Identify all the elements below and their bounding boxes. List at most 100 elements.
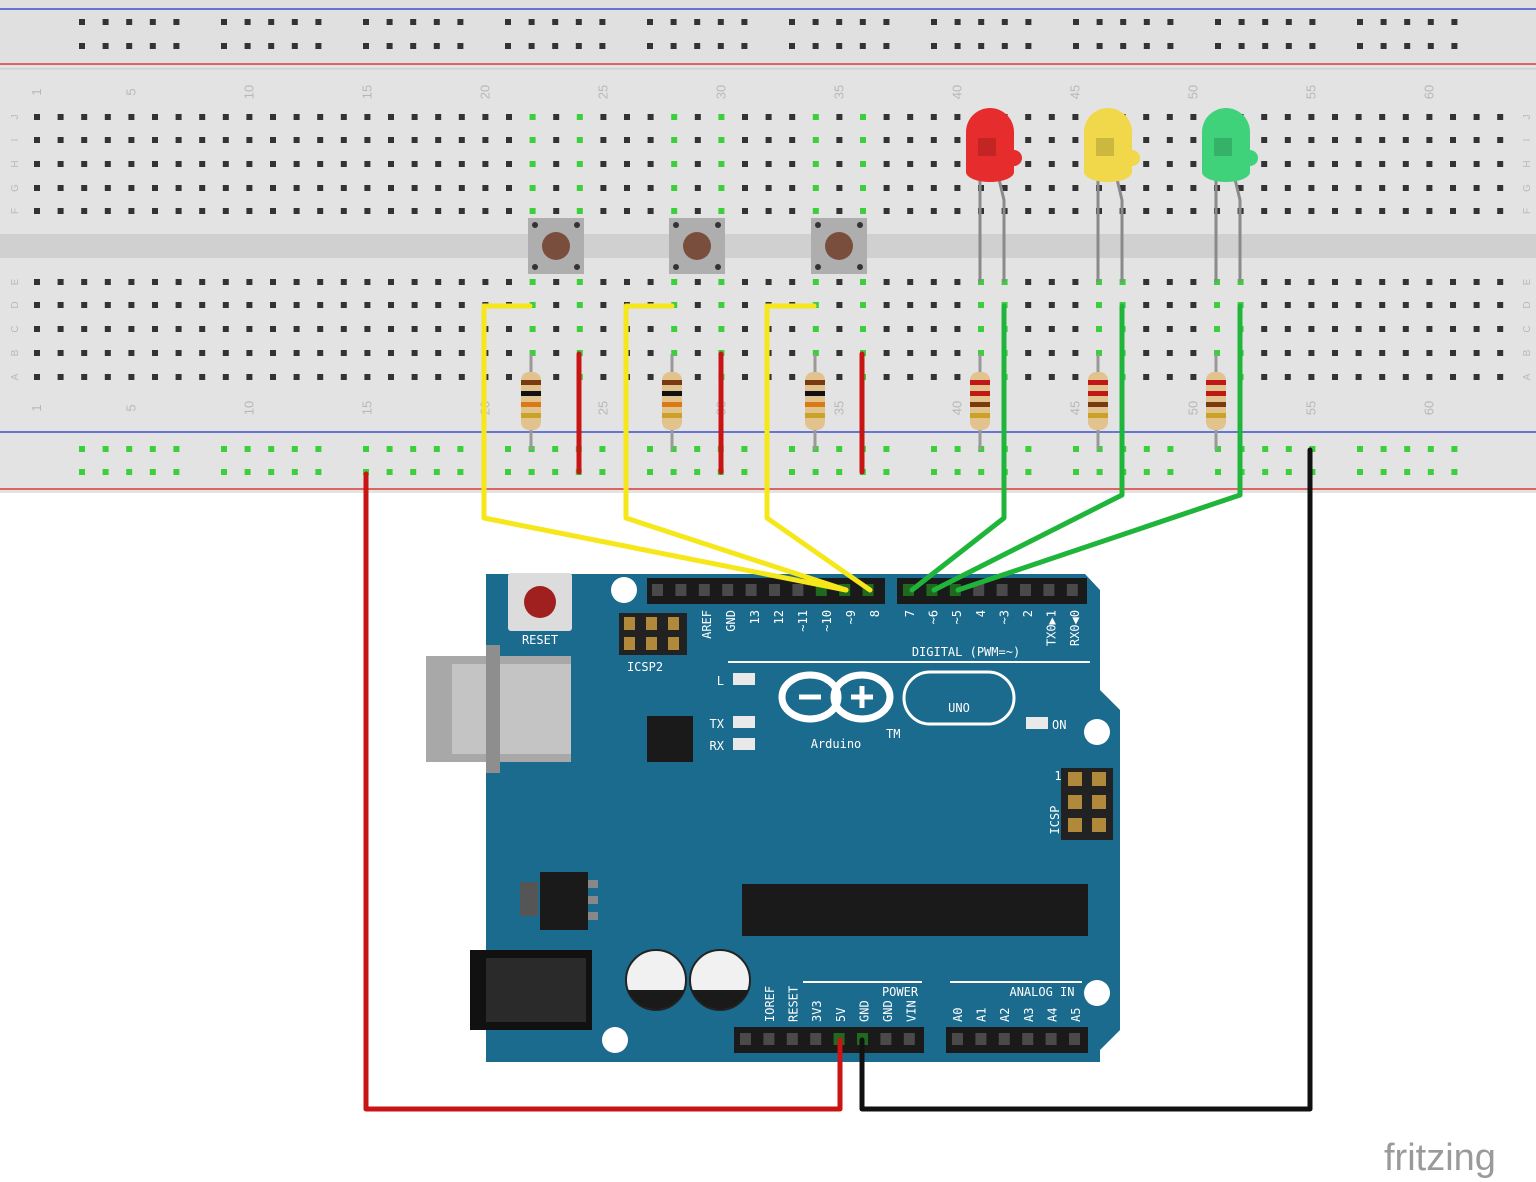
breadboard-hole <box>317 137 324 143</box>
pushbutton-3 <box>811 218 867 274</box>
breadboard-hole <box>907 208 914 214</box>
breadboard-hole <box>812 185 819 191</box>
breadboard-hole <box>364 137 371 143</box>
resistor-band <box>970 402 990 407</box>
breadboard-hole <box>1166 302 1173 308</box>
breadboard-hole <box>34 279 40 285</box>
breadboard-hole <box>671 114 678 120</box>
icsp2-pin <box>646 617 657 630</box>
row-letter: D <box>10 301 21 308</box>
rail-hole <box>836 43 843 49</box>
breadboard-hole <box>1332 185 1338 191</box>
rail-hole <box>173 469 180 475</box>
rail-hole <box>528 19 535 25</box>
rail-hole <box>1096 19 1103 25</box>
rail-hole <box>291 43 298 49</box>
rail-hole <box>931 469 937 475</box>
breadboard-hole <box>1261 161 1268 167</box>
rail-hole <box>741 469 748 475</box>
breadboard-hole <box>222 114 229 120</box>
breadboard-hole <box>34 302 40 308</box>
header-pin <box>652 584 663 596</box>
rail-hole <box>694 469 701 475</box>
breadboard-hole <box>1025 302 1032 308</box>
breadboard-hole <box>128 161 135 167</box>
resistor-band <box>521 380 541 385</box>
breadboard-hole <box>246 350 253 356</box>
breadboard-hole <box>1025 114 1032 120</box>
breadboard-hole <box>152 326 158 332</box>
breadboard-hole <box>647 326 654 332</box>
breadboard-hole <box>246 208 253 214</box>
breadboard-hole <box>1190 326 1197 332</box>
breadboard-hole <box>742 279 748 285</box>
breadboard-hole <box>152 161 158 167</box>
breadboard-hole <box>553 374 560 380</box>
resistor-3 <box>805 354 825 450</box>
rail-hole <box>670 469 677 475</box>
breadboard-hole <box>1379 374 1386 380</box>
breadboard-hole <box>1497 279 1504 285</box>
breadboard-hole <box>364 374 371 380</box>
green-led <box>1202 108 1258 282</box>
breadboard-hole <box>458 208 465 214</box>
breadboard-hole <box>1166 161 1173 167</box>
breadboard-hole <box>293 114 300 120</box>
column-number: 60 <box>1421 401 1436 415</box>
breadboard-hole <box>624 137 630 143</box>
breadboard-hole <box>222 137 229 143</box>
breadboard-hole <box>1402 279 1409 285</box>
resistor-band <box>1206 380 1226 385</box>
breadboard-hole <box>694 185 701 191</box>
breadboard-hole <box>765 137 772 143</box>
breadboard-hole <box>270 114 276 120</box>
breadboard-hole <box>742 302 748 308</box>
breadboard-hole <box>789 185 796 191</box>
breadboard-hole <box>175 185 182 191</box>
column-number: 30 <box>713 85 728 99</box>
breadboard-hole <box>1284 114 1291 120</box>
breadboard-hole <box>458 350 465 356</box>
breadboard-hole <box>340 185 347 191</box>
breadboard-hole <box>1473 185 1480 191</box>
breadboard-hole <box>1025 374 1032 380</box>
uno-label: UNO <box>948 701 970 715</box>
rail-hole <box>552 469 559 475</box>
breadboard-hole <box>600 185 607 191</box>
led-die <box>1096 138 1114 156</box>
yellow-wire-3 <box>764 303 873 593</box>
rail-hole <box>1404 43 1411 49</box>
power-pin-label: 5V <box>834 1008 848 1022</box>
rail-hole <box>1167 469 1174 475</box>
breadboard-hole <box>57 208 64 214</box>
breadboard-hole <box>553 302 560 308</box>
breadboard-hole <box>954 137 961 143</box>
breadboard-hole <box>624 279 630 285</box>
column-number: 35 <box>831 85 846 99</box>
breadboard-hole <box>1025 161 1032 167</box>
breadboard-hole <box>1355 161 1362 167</box>
breadboard-hole <box>506 114 512 120</box>
rail-hole <box>1262 469 1269 475</box>
breadboard-hole <box>1096 350 1102 356</box>
rail-hole <box>931 446 937 452</box>
breadboard-hole <box>1308 302 1315 308</box>
breadboard-hole <box>954 161 961 167</box>
breadboard-hole <box>789 208 796 214</box>
breadboard-hole <box>1497 137 1504 143</box>
breadboard-hole <box>81 208 88 214</box>
breadboard-hole <box>1402 302 1409 308</box>
rail-hole <box>1215 43 1221 49</box>
breadboard-hole <box>1497 326 1504 332</box>
breadboard-hole <box>293 326 300 332</box>
rail-hole <box>883 43 890 49</box>
digital-pin-label: RX0◀0 <box>1068 610 1082 646</box>
breadboard-hole <box>1402 137 1409 143</box>
breadboard-hole <box>81 185 88 191</box>
breadboard-hole <box>742 374 748 380</box>
rail-hole <box>1262 19 1269 25</box>
breadboard-hole <box>128 114 135 120</box>
breadboard-hole <box>317 161 324 167</box>
breadboard-hole <box>1237 185 1244 191</box>
breadboard-hole <box>222 161 229 167</box>
